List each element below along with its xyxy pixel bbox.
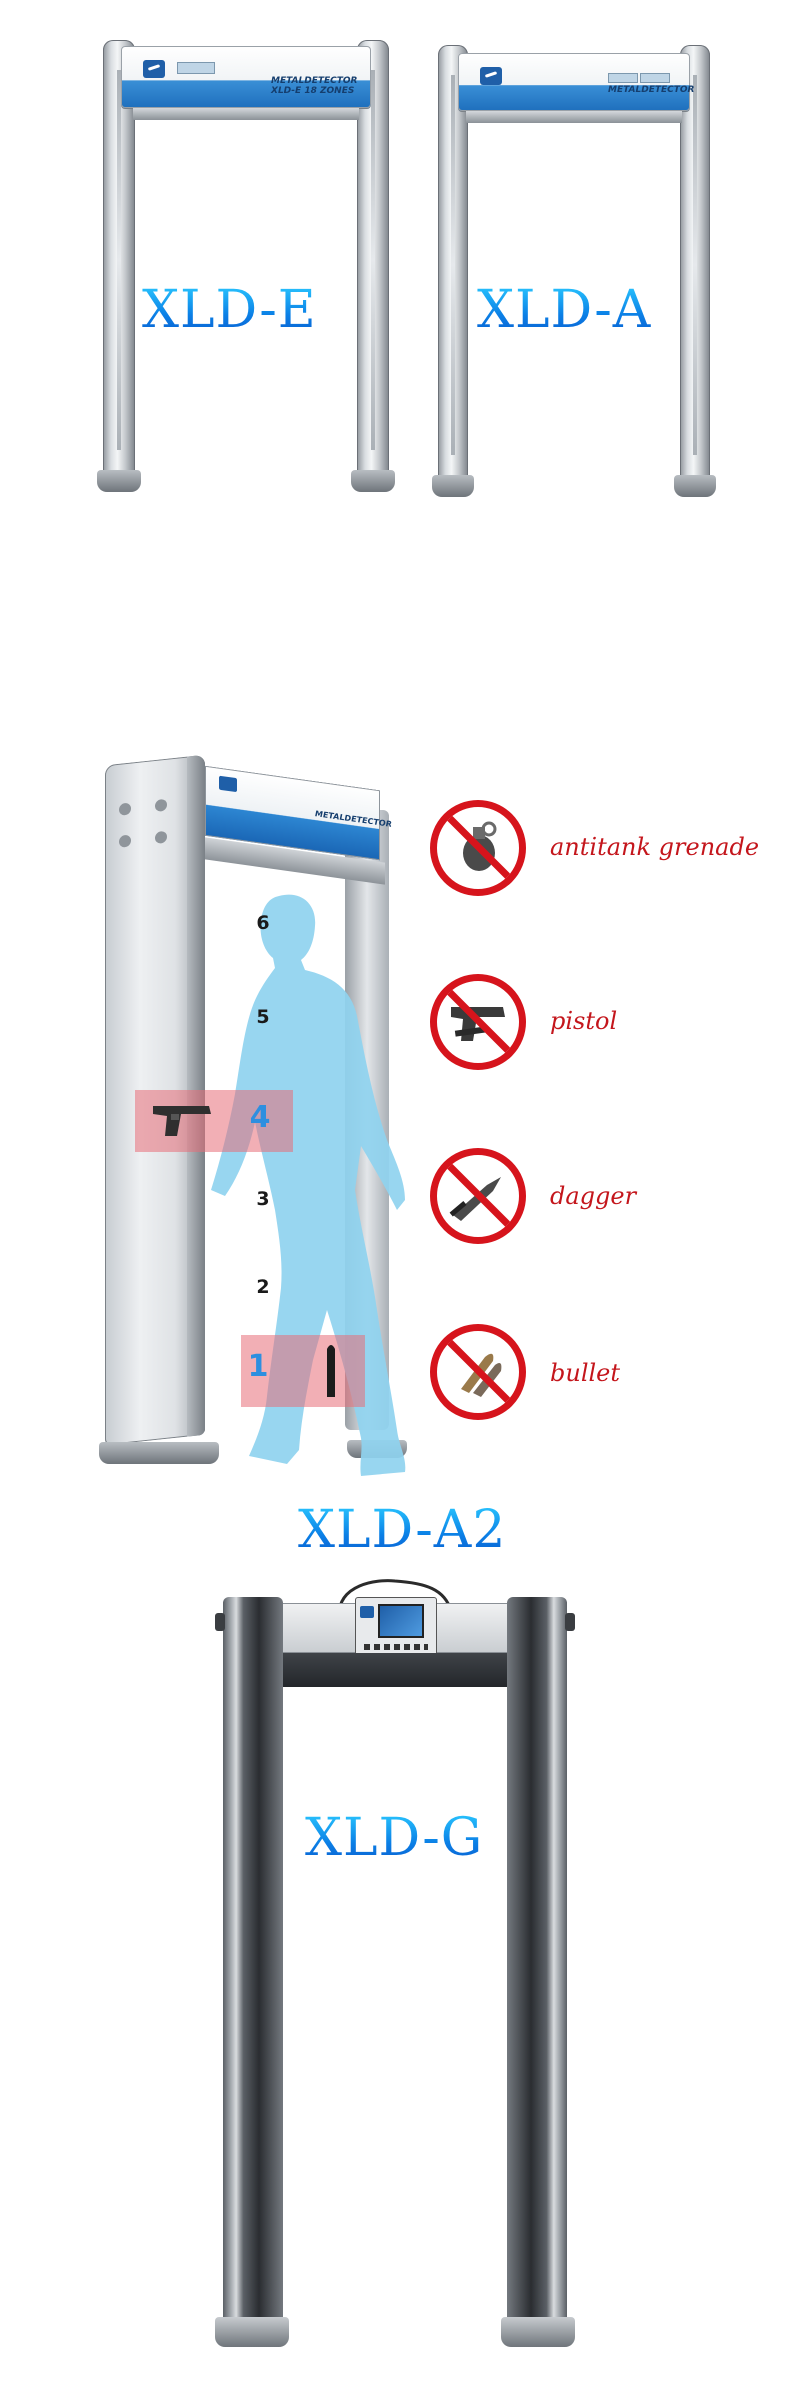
gate-inner-lintel bbox=[277, 1653, 513, 1687]
gate-left-foot bbox=[99, 1442, 219, 1464]
model-label-xld-a2: XLD-A2 bbox=[298, 1500, 507, 1560]
gate-right-foot bbox=[501, 2317, 575, 2347]
no-grenade-sign bbox=[430, 800, 526, 896]
dagger-icon bbox=[449, 1177, 501, 1221]
zone-number-1: 1 bbox=[247, 1349, 269, 1384]
pistol-icon bbox=[153, 1106, 211, 1136]
person-silhouette bbox=[211, 894, 406, 1476]
panel-bolt bbox=[155, 798, 167, 812]
gate-left-pillar bbox=[223, 1597, 283, 2327]
zone-highlight-1: 1 bbox=[241, 1335, 365, 1407]
item-label-bullet: bullet bbox=[550, 1359, 621, 1387]
gate-xld-a2: METALDETECTOR 6 5 3 2 4 1 bbox=[95, 754, 407, 1480]
no-bullet-sign bbox=[430, 1324, 526, 1420]
logo bbox=[143, 60, 165, 78]
gate-left-knob bbox=[215, 1613, 225, 1631]
display-panel bbox=[640, 73, 670, 83]
grenade-icon bbox=[463, 821, 497, 871]
zone-number-5: 5 bbox=[256, 1006, 270, 1028]
zone-number-6: 6 bbox=[256, 912, 270, 934]
bullet-icon bbox=[461, 1353, 502, 1397]
pistol-icon bbox=[451, 1007, 505, 1041]
gate-control-header: METALDETECTOR bbox=[458, 53, 694, 111]
zone-number-2: 2 bbox=[256, 1276, 270, 1298]
no-pistol-sign bbox=[430, 974, 526, 1070]
gate-right-pillar bbox=[680, 45, 710, 485]
gate-underbar bbox=[133, 108, 359, 120]
control-unit bbox=[355, 1597, 437, 1661]
model-label-xld-g: XLD-G bbox=[305, 1808, 484, 1868]
gate-right-pillar bbox=[507, 1597, 567, 2327]
item-label-dagger: dagger bbox=[550, 1182, 637, 1210]
model-label-xld-a: XLD-A bbox=[477, 280, 652, 340]
display-panel bbox=[608, 73, 638, 83]
gate-left-foot bbox=[432, 475, 474, 497]
logo bbox=[360, 1606, 374, 1618]
no-dagger-sign bbox=[430, 1148, 526, 1244]
panel-bolt bbox=[119, 834, 131, 848]
control-screen bbox=[378, 1604, 424, 1638]
gate-left-foot bbox=[215, 2317, 289, 2347]
panel-bolt bbox=[155, 830, 167, 844]
bullet-icon bbox=[327, 1345, 335, 1397]
gate-left-pillar bbox=[438, 45, 468, 485]
gate-right-foot bbox=[351, 470, 395, 492]
zone-number-4: 4 bbox=[249, 1100, 271, 1135]
control-buttons bbox=[364, 1644, 428, 1650]
logo bbox=[219, 775, 237, 793]
gate-left-foot bbox=[97, 470, 141, 492]
model-label-xld-e: XLD-E bbox=[142, 280, 317, 340]
item-label-grenade: antitank grenade bbox=[550, 833, 760, 861]
gate-right-pillar bbox=[357, 40, 389, 480]
gate-right-knob bbox=[565, 1613, 575, 1631]
header-brand: METALDETECTOR bbox=[608, 85, 695, 95]
prohibited-items-list: antitank grenade pistol dagger bullet bbox=[430, 800, 790, 1420]
gate-xld-g bbox=[215, 1575, 575, 2375]
zone-highlight-4: 4 bbox=[135, 1090, 293, 1152]
gate-underbar bbox=[466, 111, 682, 123]
zone-number-3: 3 bbox=[256, 1188, 270, 1210]
logo bbox=[480, 67, 502, 85]
item-label-pistol: pistol bbox=[550, 1007, 618, 1035]
panel-bolt bbox=[119, 802, 131, 816]
gate-xld-a: METALDETECTOR bbox=[430, 45, 730, 505]
power-cable bbox=[337, 1579, 453, 1615]
gate-left-pillar bbox=[103, 40, 135, 480]
display-panel bbox=[177, 62, 215, 74]
gate-right-foot bbox=[674, 475, 716, 497]
